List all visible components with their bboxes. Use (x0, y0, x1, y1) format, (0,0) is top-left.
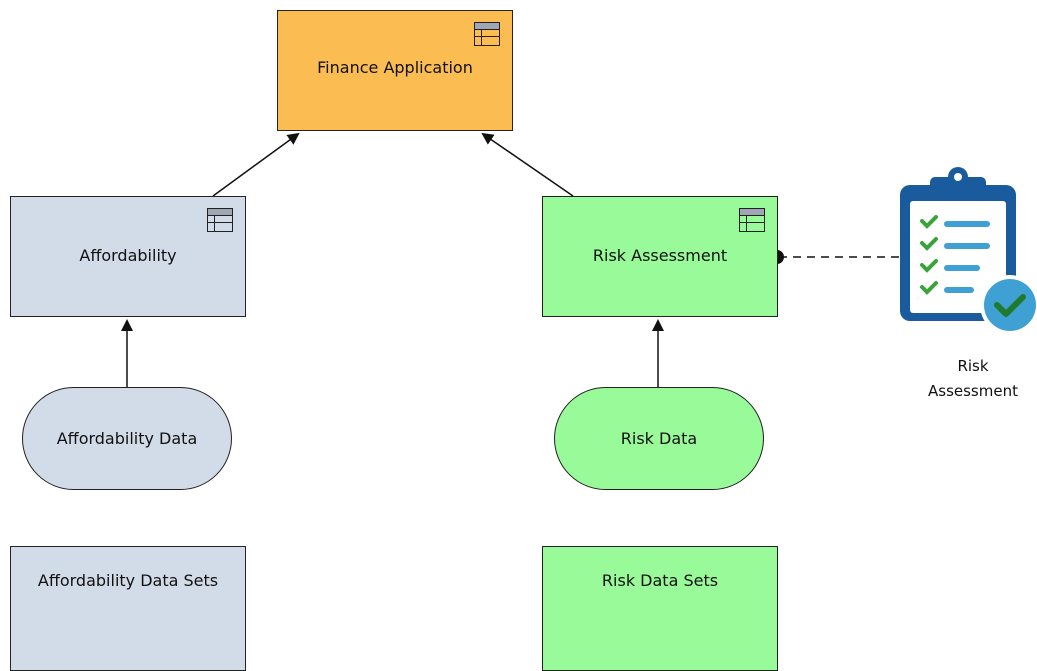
node-label: Risk Data Sets (601, 571, 719, 590)
node-risk-data-sets[interactable]: Risk Data Sets (542, 546, 778, 671)
node-label: Risk Data (620, 429, 698, 448)
node-risk-assessment[interactable]: Risk Assessment (542, 196, 778, 317)
application-component-icon (207, 208, 233, 232)
node-affordability[interactable]: Affordability (10, 196, 246, 317)
node-label: Affordability Data (56, 429, 198, 448)
node-affordability-data[interactable]: Affordability Data (22, 387, 232, 490)
clipboard-checklist-icon[interactable] (898, 165, 1037, 340)
node-risk-data[interactable]: Risk Data (554, 387, 764, 490)
node-label: Affordability (79, 246, 177, 265)
application-component-icon (474, 22, 500, 46)
node-label: Affordability Data Sets (37, 571, 219, 590)
connector-risk-assessment-to-finance[interactable] (481, 132, 574, 197)
node-affordability-data-sets[interactable]: Affordability Data Sets (10, 546, 246, 671)
node-label: Finance Application (317, 58, 473, 77)
application-component-icon (739, 208, 765, 232)
connector-affordability-to-finance[interactable] (212, 132, 300, 197)
risk-assessment-icon-label: Risk Assessment (928, 357, 1018, 400)
node-finance-application[interactable]: Finance Application (277, 10, 513, 131)
node-label: Risk Assessment (592, 246, 728, 265)
